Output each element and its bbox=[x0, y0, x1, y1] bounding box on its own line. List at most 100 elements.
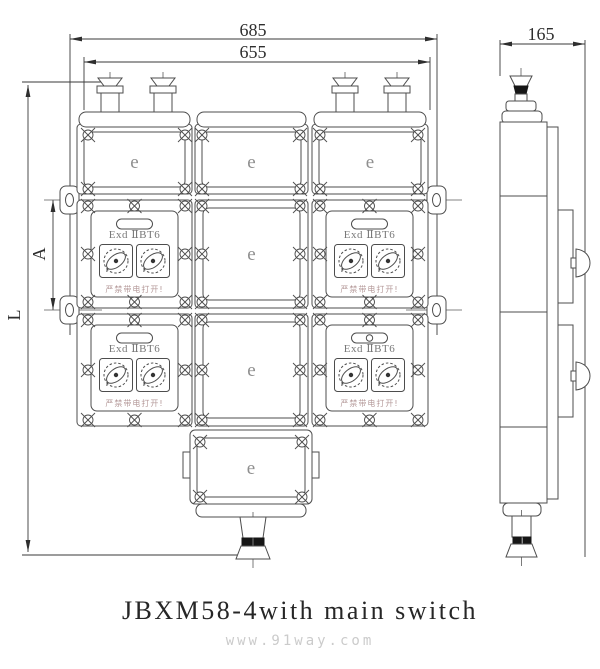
dimension-spacing-A: A bbox=[29, 200, 56, 310]
dim-L-label: L bbox=[4, 310, 24, 321]
mount-lug bbox=[59, 295, 80, 325]
screw-icon bbox=[194, 127, 210, 143]
nameplate bbox=[116, 332, 153, 344]
warning-label: 严禁带电打开! bbox=[340, 284, 398, 294]
junction-box-label: e bbox=[247, 244, 255, 265]
junction-box-label: e bbox=[130, 152, 138, 173]
screw-icon bbox=[177, 246, 193, 262]
screw-icon bbox=[80, 181, 96, 197]
screw-icon bbox=[294, 489, 310, 505]
screw-icon bbox=[80, 362, 96, 378]
cable-gland bbox=[149, 71, 177, 115]
junction-box-label: e bbox=[247, 458, 255, 479]
nameplate bbox=[351, 332, 388, 344]
ex-marking-label: Exd ⅡBT6 bbox=[344, 229, 396, 241]
screw-icon bbox=[177, 412, 193, 428]
switch-box-row3-left bbox=[76, 313, 193, 427]
rotary-switch bbox=[371, 244, 405, 278]
dimension-body-width: 655 bbox=[83, 42, 431, 110]
screw-icon bbox=[312, 294, 328, 310]
screw-icon bbox=[410, 294, 426, 310]
cable-gland bbox=[383, 71, 411, 115]
cable-gland bbox=[96, 71, 124, 115]
ex-marking-label: Exd ⅡBT6 bbox=[109, 343, 161, 355]
junction-box-row1-left: e bbox=[76, 111, 193, 195]
screw-icon bbox=[362, 312, 377, 328]
cable-gland bbox=[331, 71, 359, 115]
nameplate bbox=[116, 218, 153, 230]
screw-icon bbox=[80, 294, 96, 310]
junction-box-row3-mid: e bbox=[194, 313, 309, 427]
switch-box-row3-right bbox=[311, 313, 429, 427]
screw-icon bbox=[362, 412, 377, 428]
side-view bbox=[499, 68, 591, 566]
warning-label: 严禁带电打开! bbox=[105, 398, 163, 408]
screw-icon bbox=[194, 312, 210, 328]
junction-box-row1-mid: e bbox=[194, 111, 309, 195]
screw-icon bbox=[127, 412, 142, 428]
dim-685-label: 685 bbox=[240, 20, 267, 40]
mount-lug bbox=[426, 185, 447, 215]
dimension-overall-width: 685 bbox=[69, 20, 438, 335]
screw-icon bbox=[80, 198, 96, 214]
screw-icon bbox=[294, 434, 310, 450]
screw-icon bbox=[292, 127, 308, 143]
screw-icon bbox=[292, 412, 308, 428]
junction-box-label: e bbox=[247, 152, 255, 173]
cable-gland-bottom bbox=[235, 512, 271, 568]
screw-icon bbox=[177, 198, 193, 214]
screw-icon bbox=[177, 127, 193, 143]
screw-icon bbox=[80, 412, 96, 428]
side-switch-knob bbox=[575, 361, 591, 391]
watermark: www.91way.com bbox=[225, 633, 375, 649]
warning-label: 严禁带电打开! bbox=[105, 284, 163, 294]
screw-icon bbox=[410, 246, 426, 262]
screw-icon bbox=[410, 362, 426, 378]
mount-lug bbox=[59, 185, 80, 215]
screw-icon bbox=[194, 198, 210, 214]
dim-165-label: 165 bbox=[528, 24, 555, 44]
screw-icon bbox=[312, 312, 328, 328]
ex-marking-label: Exd ⅡBT6 bbox=[109, 229, 161, 241]
screw-icon bbox=[177, 362, 193, 378]
warning-label: 严禁带电打开! bbox=[340, 398, 398, 408]
dimension-depth: 165 bbox=[499, 24, 586, 557]
screw-icon bbox=[410, 312, 426, 328]
dim-655-label: 655 bbox=[240, 42, 267, 62]
screw-icon bbox=[177, 312, 193, 328]
screw-icon bbox=[312, 127, 328, 143]
screw-icon bbox=[127, 294, 142, 310]
switch-box-row2-right bbox=[311, 199, 429, 309]
screw-icon bbox=[410, 198, 426, 214]
screw-icon bbox=[194, 362, 210, 378]
screw-icon bbox=[194, 294, 210, 310]
side-switch-knob bbox=[575, 248, 591, 278]
junction-box-label: e bbox=[366, 152, 374, 173]
screw-icon bbox=[192, 434, 208, 450]
rotary-switch bbox=[371, 358, 405, 392]
rotary-switch bbox=[334, 244, 368, 278]
screw-icon bbox=[312, 362, 328, 378]
cable-gland-side-bottom bbox=[502, 502, 542, 566]
screw-icon bbox=[410, 127, 426, 143]
junction-box-row1-right: e bbox=[311, 111, 429, 195]
rotary-switch bbox=[99, 244, 133, 278]
screw-icon bbox=[410, 412, 426, 428]
ex-marking-label: Exd ⅡBT6 bbox=[344, 343, 396, 355]
technical-drawing: 685 655 165 L A bbox=[4, 20, 591, 568]
junction-box-label: e bbox=[247, 360, 255, 381]
screw-icon bbox=[312, 412, 328, 428]
screw-icon bbox=[80, 127, 96, 143]
screw-icon bbox=[292, 198, 308, 214]
screw-icon bbox=[410, 181, 426, 197]
screw-icon bbox=[362, 198, 377, 214]
side-panel bbox=[557, 209, 574, 304]
rotary-switch bbox=[136, 358, 170, 392]
rotary-switch bbox=[136, 244, 170, 278]
dimension-height-L: L bbox=[4, 81, 248, 556]
switch-box-row2-left bbox=[76, 199, 193, 309]
mount-lug bbox=[426, 295, 447, 325]
screw-icon bbox=[177, 181, 193, 197]
side-cover-flange bbox=[546, 126, 559, 500]
